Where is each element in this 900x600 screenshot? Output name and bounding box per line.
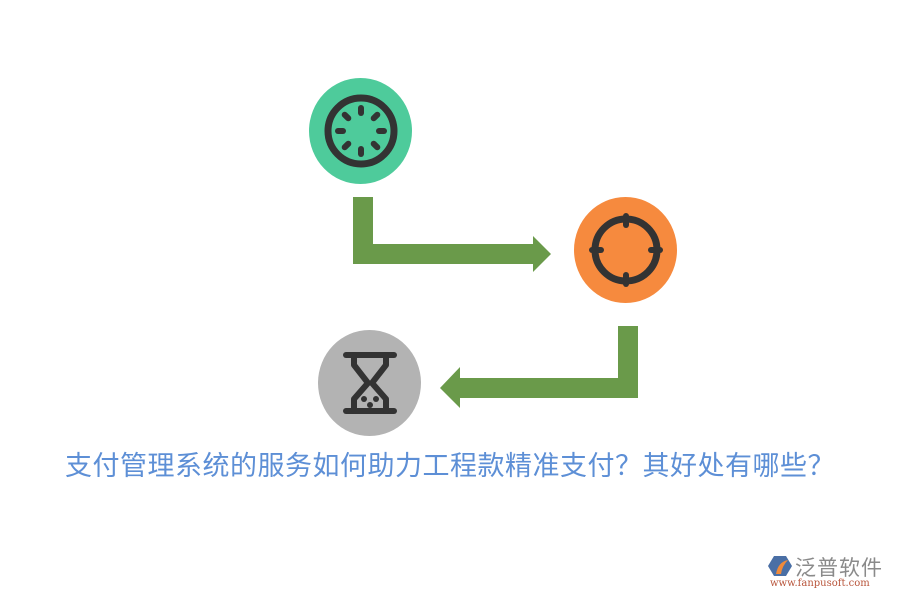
page-title: 支付管理系统的服务如何助力工程款精准支付？其好处有哪些？ bbox=[65, 451, 835, 482]
crosshair-target-icon bbox=[588, 213, 663, 287]
arrow-step2-to-step3 bbox=[440, 326, 638, 408]
loading-spinner-icon bbox=[324, 94, 397, 168]
hourglass-icon bbox=[342, 352, 397, 414]
brand-logo: 泛普软件 www.fanpusoft.com bbox=[768, 552, 893, 594]
fanpu-logo-icon bbox=[768, 556, 792, 576]
arrow-step1-to-step2 bbox=[353, 197, 551, 272]
brand-name: 泛普软件 bbox=[795, 556, 883, 580]
step-node-green bbox=[309, 78, 412, 184]
brand-url: www.fanpusoft.com bbox=[770, 578, 870, 589]
step-node-gray bbox=[318, 330, 421, 436]
step-node-orange bbox=[574, 197, 677, 303]
